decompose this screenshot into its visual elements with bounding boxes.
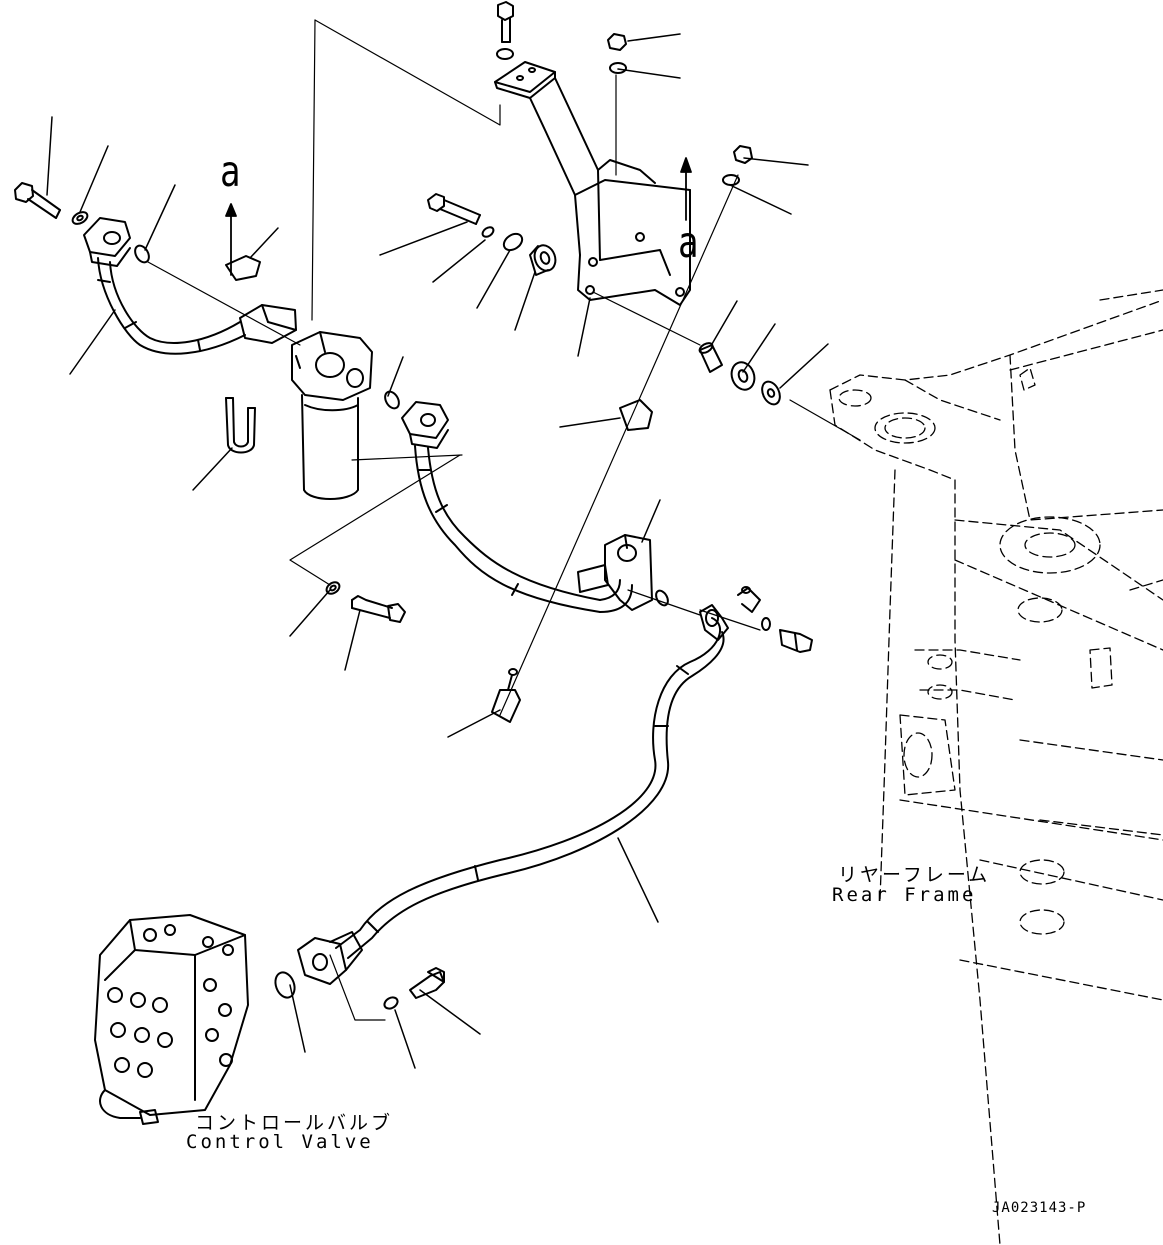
washer-nut-right [722,174,740,186]
washer-lower-left [325,581,341,595]
view-arrow-right [680,157,692,221]
washer-middle-2 [502,232,524,252]
washer-top [496,48,514,60]
control-valve-label-en: Control Valve [186,1131,374,1153]
alignment-lines [147,19,861,1021]
sensor-connector [491,668,521,723]
clip-plate-left [225,255,261,281]
o-ring-right [761,617,771,631]
plate-washer-right [761,380,781,406]
view-arrow-label-right: a [678,218,699,268]
o-ring-bottom [274,971,296,999]
o-ring-filter [384,390,400,410]
leader-lines [46,33,829,1069]
long-hose [297,604,729,985]
bolt-middle [427,193,481,225]
washer-nut-top [609,62,627,74]
bolt-right [779,629,813,653]
filter-assembly [291,331,373,500]
pipe-middle [401,401,653,613]
pipe-upper-left [83,217,297,355]
nut-right [733,145,753,164]
washer-upper-left [71,211,89,225]
view-arrow-left [225,203,237,276]
spacer-right [698,342,723,373]
bolt-bottom [409,967,445,999]
bushing-middle [529,244,557,276]
nut-top [607,33,627,51]
bracket-support [494,61,691,306]
control-valve-body [94,914,249,1125]
rear-frame-label-en: Rear Frame [832,884,977,906]
washer-middle-1 [481,226,495,238]
rear-frame-label-jp: リヤーフレーム [838,864,991,886]
cushion-right [730,361,756,391]
o-ring-middle [655,589,669,607]
washer-bottom [383,996,399,1010]
drawing-id: JA023143-P [992,1200,1087,1216]
bolt-top [497,1,514,43]
u-bolt [225,397,256,454]
clip-plate-middle [619,399,653,431]
o-ring-upper-left [134,244,150,264]
rear-frame [829,289,1163,1245]
view-arrow-label-left: a [220,147,241,197]
bolt-upper-left [14,182,61,219]
split-flange-right [737,586,761,613]
control-valve-label-jp: コントロールバルブ [195,1112,394,1134]
bolt-lower-left [351,595,406,623]
